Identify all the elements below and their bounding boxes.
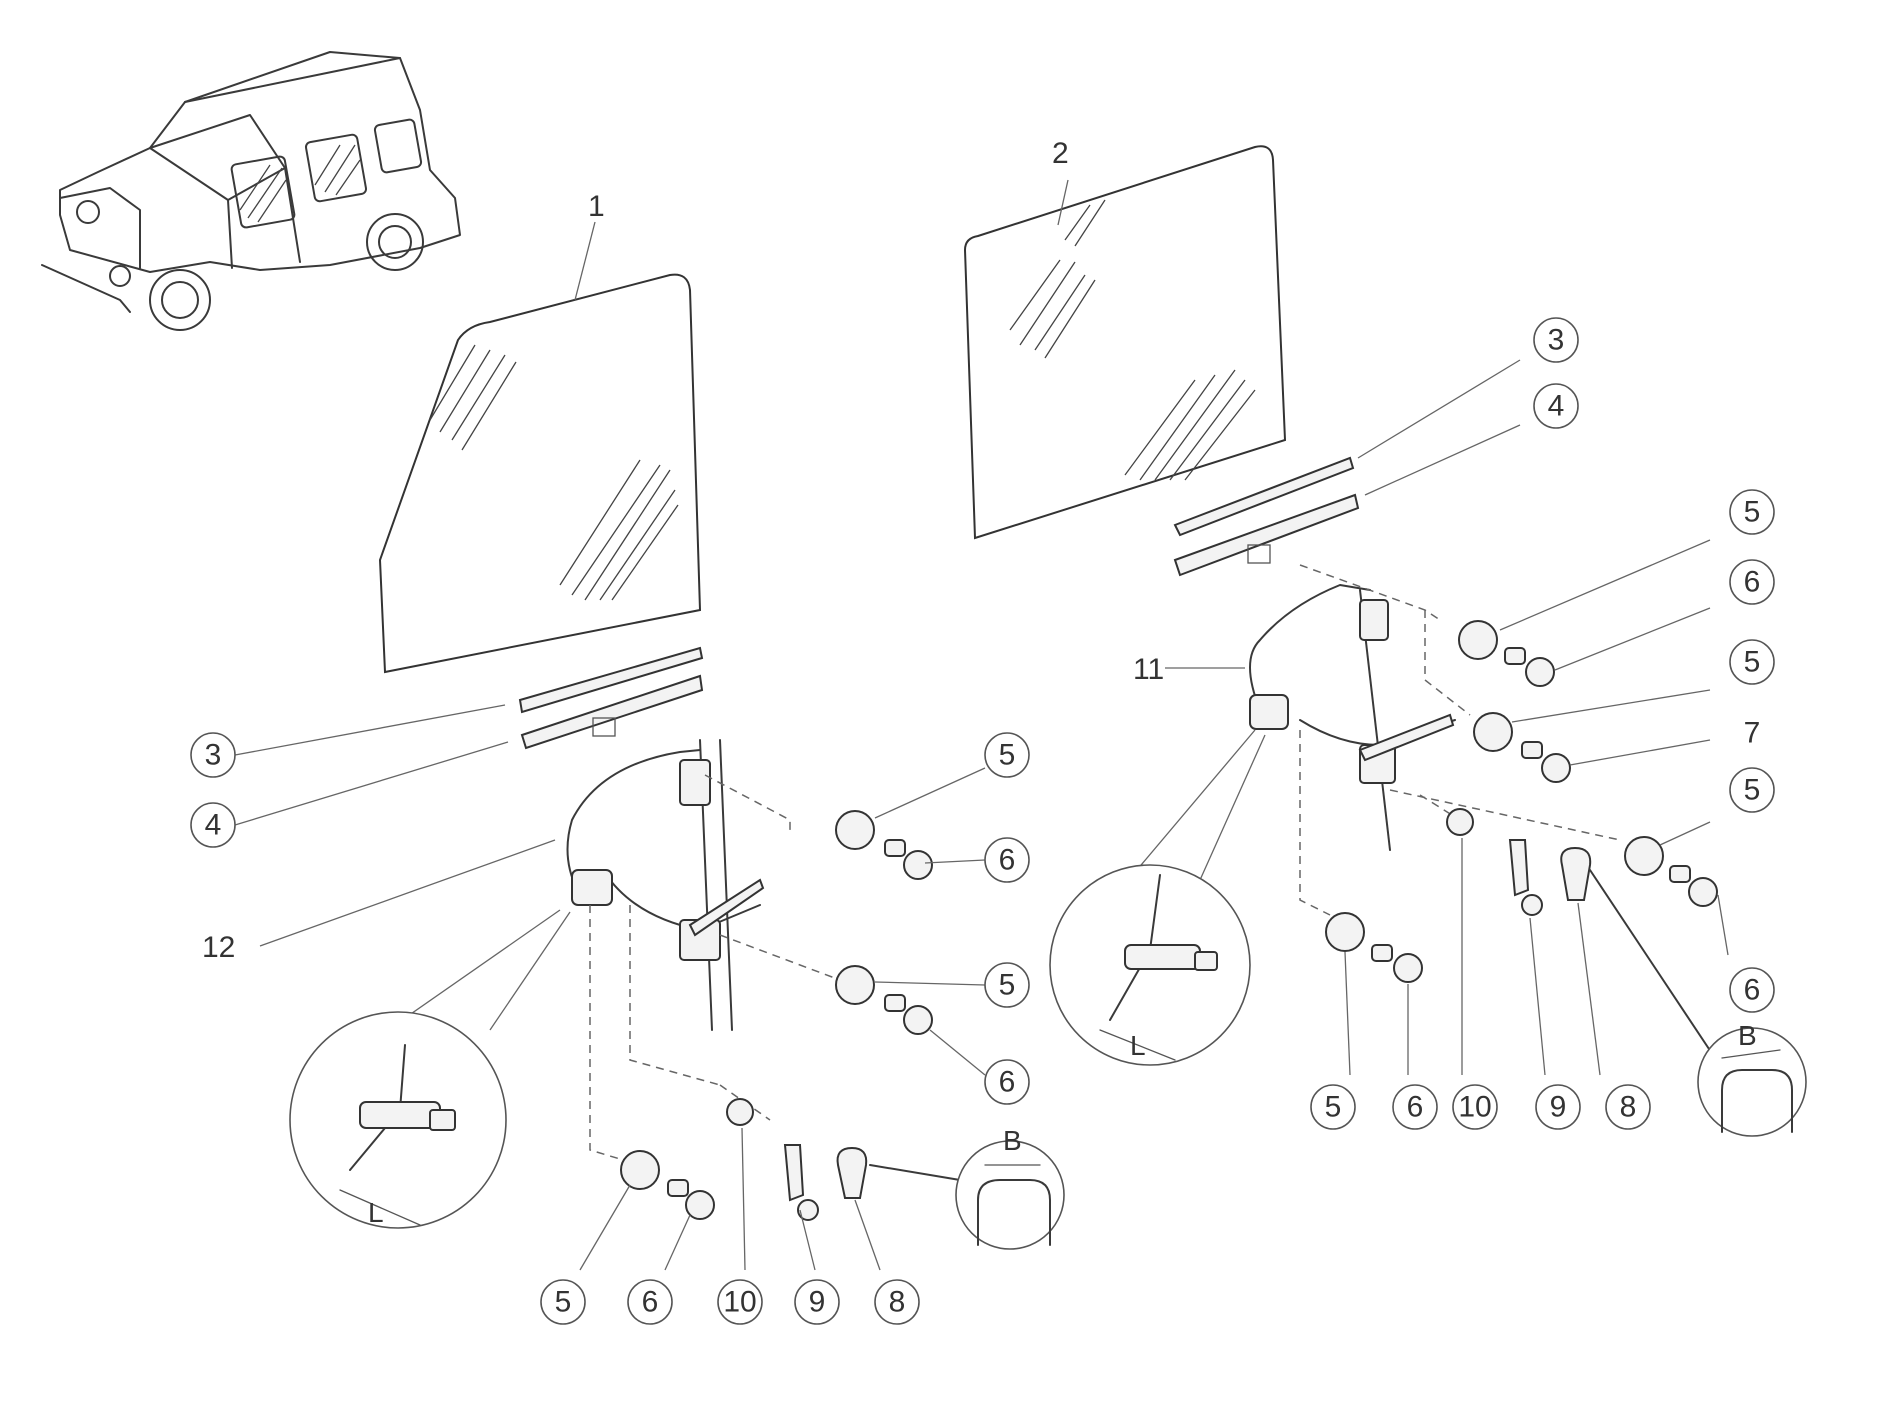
svg-text:10: 10 xyxy=(723,1286,756,1319)
svg-text:5: 5 xyxy=(1744,496,1761,529)
callout-5-rear-b: 5 xyxy=(1729,639,1775,685)
plug-icon xyxy=(1446,808,1474,836)
callout-6-rear-bottom: 6 xyxy=(1392,1084,1438,1130)
svg-text:4: 4 xyxy=(1548,390,1565,423)
bolt-icon xyxy=(1521,741,1543,759)
svg-text:9: 9 xyxy=(1550,1091,1567,1124)
callout-6-front-a: 6 xyxy=(984,837,1030,883)
svg-text:4: 4 xyxy=(205,809,222,842)
svg-text:8: 8 xyxy=(889,1286,906,1319)
washer-icon xyxy=(1458,620,1498,660)
callout-6-rear-b: 6 xyxy=(1729,967,1775,1013)
callout-10-front-bottom: 10 xyxy=(717,1279,763,1325)
callout-3-rear: 3 xyxy=(1533,317,1579,363)
callout-3-front: 3 xyxy=(190,732,236,778)
svg-text:6: 6 xyxy=(1744,566,1761,599)
label-front-glass: 1 xyxy=(588,190,605,223)
dim-B-right: B xyxy=(1738,1020,1757,1051)
callout-5-front-bottom: 5 xyxy=(540,1279,586,1325)
svg-text:6: 6 xyxy=(1744,974,1761,1007)
callout-5-front-b: 5 xyxy=(984,962,1030,1008)
callout-4-front: 4 xyxy=(190,802,236,848)
svg-text:5: 5 xyxy=(1744,646,1761,679)
bolt-icon xyxy=(667,1179,689,1197)
bolt-icon xyxy=(1669,865,1691,883)
svg-text:5: 5 xyxy=(999,739,1016,772)
bolt-icon xyxy=(884,839,906,857)
svg-text:6: 6 xyxy=(1407,1091,1424,1124)
clip-icon xyxy=(1508,839,1530,897)
rear-door-glass: 2 xyxy=(963,137,1287,540)
svg-text:10: 10 xyxy=(1458,1091,1491,1124)
bolt-icon xyxy=(884,994,906,1012)
dim-L-left: L xyxy=(368,1197,384,1228)
cap-icon xyxy=(836,1146,868,1199)
callout-5-front-a: 5 xyxy=(984,732,1030,778)
svg-text:3: 3 xyxy=(205,739,222,772)
callout-6-rear-a: 6 xyxy=(1729,559,1775,605)
washer-icon xyxy=(620,1150,660,1190)
cap-icon xyxy=(1560,846,1592,901)
clip-icon xyxy=(783,1144,805,1202)
plug-icon xyxy=(726,1098,754,1126)
callout-10-rear-bottom: 10 xyxy=(1452,1084,1498,1130)
svg-text:3: 3 xyxy=(1548,324,1565,357)
callout-5-rear-bottom: 5 xyxy=(1310,1084,1356,1130)
callout-9-rear-bottom: 9 xyxy=(1535,1084,1581,1130)
svg-text:6: 6 xyxy=(642,1286,659,1319)
dim-B-left: B xyxy=(1003,1125,1022,1156)
vehicle-illustration-icon xyxy=(41,51,461,331)
washer-icon xyxy=(1624,836,1664,876)
washer-icon xyxy=(835,810,875,850)
callout-8-rear-bottom: 8 xyxy=(1605,1084,1651,1130)
washer-icon xyxy=(835,965,875,1005)
rear-hardware: B xyxy=(1325,620,1807,1137)
front-hardware: B xyxy=(620,810,1065,1250)
dim-L-right: L xyxy=(1130,1030,1146,1061)
bolt-icon xyxy=(1371,944,1393,962)
callout-5-rear-a: 5 xyxy=(1729,489,1775,535)
callout-8-front-bottom: 8 xyxy=(874,1279,920,1325)
svg-text:5: 5 xyxy=(555,1286,572,1319)
label-rear-regulator: 11 xyxy=(1133,653,1164,686)
bolt-icon xyxy=(1504,647,1526,665)
rear-regulator-detail-zoom: L xyxy=(1049,729,1266,1066)
callout-7-rear: 7 xyxy=(1744,717,1761,750)
front-regulator-detail-zoom: L xyxy=(289,909,571,1229)
svg-text:5: 5 xyxy=(999,969,1016,1002)
front-glass-channel-strips xyxy=(518,646,704,750)
rear-leader-lines xyxy=(1344,359,1729,1076)
svg-text:8: 8 xyxy=(1620,1091,1637,1124)
rear-window-regulator: 11 xyxy=(1133,584,1456,851)
front-door-glass: 1 xyxy=(378,190,702,674)
rear-assembly-dashed-lines xyxy=(1299,564,1621,916)
washer-icon xyxy=(1325,912,1365,952)
callout-5-rear-c: 5 xyxy=(1729,767,1775,813)
svg-text:9: 9 xyxy=(809,1286,826,1319)
callout-4-rear: 4 xyxy=(1533,383,1579,429)
svg-text:6: 6 xyxy=(999,1066,1016,1099)
washer-icon xyxy=(1473,712,1513,752)
svg-text:6: 6 xyxy=(999,844,1016,877)
front-leader-lines xyxy=(234,704,986,1271)
label-rear-glass: 2 xyxy=(1052,137,1069,170)
callout-6-front-bottom: 6 xyxy=(627,1279,673,1325)
label-front-regulator: 12 xyxy=(202,931,235,964)
svg-text:5: 5 xyxy=(1744,774,1761,807)
front-assembly-dashed-lines xyxy=(589,774,841,1166)
svg-text:5: 5 xyxy=(1325,1091,1342,1124)
callout-6-front-b: 6 xyxy=(984,1059,1030,1105)
rear-glass-channel-strips xyxy=(1173,456,1360,577)
front-window-regulator: 12 xyxy=(202,739,765,1031)
callout-9-front-bottom: 9 xyxy=(794,1279,840,1325)
